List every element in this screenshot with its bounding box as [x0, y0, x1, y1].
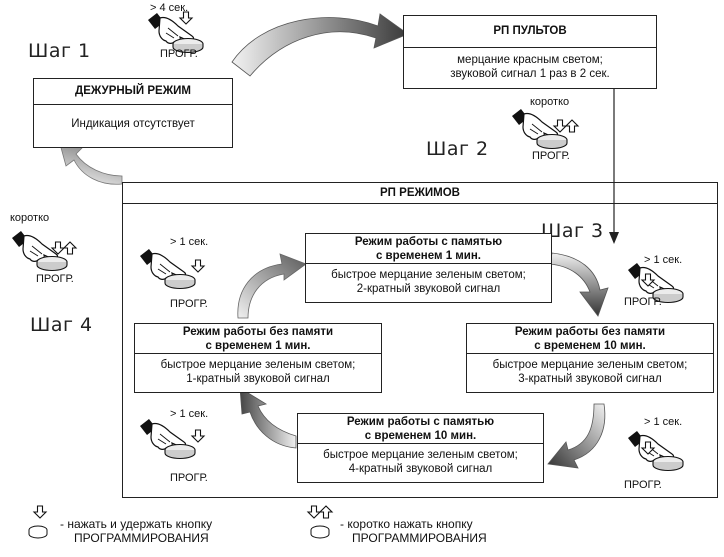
prog-button-label: ПРОГР. — [36, 273, 74, 285]
standby-title: ДЕЖУРНЫЙ РЕЖИМ — [34, 79, 232, 105]
mode-nomemory-1min-box: Режим работы без памяти с временем 1 мин… — [134, 323, 382, 393]
arrow-head-down — [609, 232, 619, 244]
mode-desc-line2: 3-кратный звуковой сигнал — [518, 372, 662, 385]
mode-memory-1min-box: Режим работы с памятью с временем 1 мин.… — [305, 233, 552, 303]
arrow-modes-to-standby — [59, 143, 123, 185]
mode-title-line2: с временем 10 мин. — [534, 340, 646, 352]
press-duration-label: > 1 сек. — [170, 408, 209, 420]
legend-hold: - нажать и удержать кнопку ПРОГРАММИРОВА… — [60, 517, 212, 545]
press-duration-label: > 1 сек. — [644, 254, 683, 266]
remotes-line2: звуковой сигнал 1 раз в 2 сек. — [450, 67, 610, 80]
press-short-label: коротко — [10, 212, 50, 224]
step4-label: Шаг 4 — [30, 314, 93, 336]
mode-title-line1: Режим работы с памятью — [346, 416, 495, 428]
hand-press-icon-step1 — [147, 12, 204, 54]
standby-mode-box: ДЕЖУРНЫЙ РЕЖИМ Индикация отсутствует — [33, 78, 233, 148]
step3-label: Шаг 3 — [541, 220, 604, 242]
mode-title-line1: Режим работы без памяти — [514, 326, 666, 338]
mode-title-line1: Режим работы с памятью — [354, 236, 503, 248]
legend-button-icon-hold — [28, 525, 48, 539]
prog-button-label: ПРОГР. — [170, 472, 208, 484]
step1-label: Шаг 1 — [28, 40, 91, 62]
mode-desc-line2: 4-кратный звуковой сигнал — [348, 462, 493, 475]
press-duration-label: > 1 сек. — [170, 236, 209, 248]
prog-button-label: ПРОГР. — [532, 150, 570, 162]
remotes-mode-box: РП ПУЛЬТОВ мерцание красным светом; звук… — [403, 15, 657, 89]
mode-title-line1: Режим работы без памяти — [182, 326, 334, 338]
modes-title: РП РЕЖИМОВ — [123, 183, 717, 204]
remotes-title: РП ПУЛЬТОВ — [404, 16, 656, 48]
mode-desc-line1: быстрое мерцание зеленым светом; — [492, 359, 688, 371]
legend-short: - коротко нажать кнопку ПРОГРАММИРОВАНИЯ — [340, 517, 487, 545]
mode-desc-line2: 2-кратный звуковой сигнал — [356, 282, 501, 295]
mode-desc-line1: быстрое мерцание зеленым светом; — [331, 269, 526, 281]
mode-title-line2: с временем 1 мин. — [205, 340, 311, 352]
mode-desc-line1: быстрое мерцание зеленым светом; — [160, 359, 356, 371]
legend-button-icon-short — [310, 525, 330, 539]
prog-button-label: ПРОГР. — [624, 296, 662, 308]
prog-button-label: ПРОГР. — [160, 48, 198, 60]
mode-memory-10min-box: Режим работы с памятью с временем 10 мин… — [297, 413, 544, 483]
remotes-line1: мерцание красным светом; — [457, 54, 603, 66]
legend-short-line2: ПРОГРАММИРОВАНИЯ — [352, 531, 487, 545]
press-short-label: коротко — [530, 96, 570, 108]
mode-nomemory-10min-box: Режим работы без памяти с временем 10 ми… — [466, 323, 714, 393]
legend-hold-line1: - нажать и удержать кнопку — [60, 517, 213, 531]
prog-button-label: ПРОГР. — [624, 479, 662, 491]
mode-title-line2: с временем 1 мин. — [375, 250, 482, 262]
standby-body: Индикация отсутствует — [71, 118, 195, 130]
modes-container: РП РЕЖИМОВ — [122, 182, 718, 498]
arrow-nomem10-to-mem10 — [547, 403, 606, 469]
mode-desc-line2: 1-кратный звуковой сигнал — [186, 372, 330, 385]
press-duration-label: > 1 сек. — [644, 416, 683, 428]
prog-button-label: ПРОГР. — [170, 298, 208, 310]
mode-desc-line1: быстрое мерцание зеленым светом; — [323, 449, 518, 461]
short-press-arrows-icon — [553, 119, 567, 133]
legend-hold-line2: ПРОГРАММИРОВАНИЯ — [74, 531, 209, 545]
press-duration-label: > 4 сек. — [150, 2, 189, 14]
legend-short-line1: - коротко нажать кнопку — [340, 517, 473, 531]
mode-title-line2: с временем 10 мин. — [364, 430, 477, 442]
step2-label: Шаг 2 — [426, 138, 489, 160]
legend-hold-arrow-icon — [33, 505, 47, 519]
arrow-standby-to-remotes — [231, 13, 409, 77]
arrow-mem1-to-nomem10 — [549, 252, 609, 317]
legend-short-arrows-icon — [307, 505, 321, 519]
